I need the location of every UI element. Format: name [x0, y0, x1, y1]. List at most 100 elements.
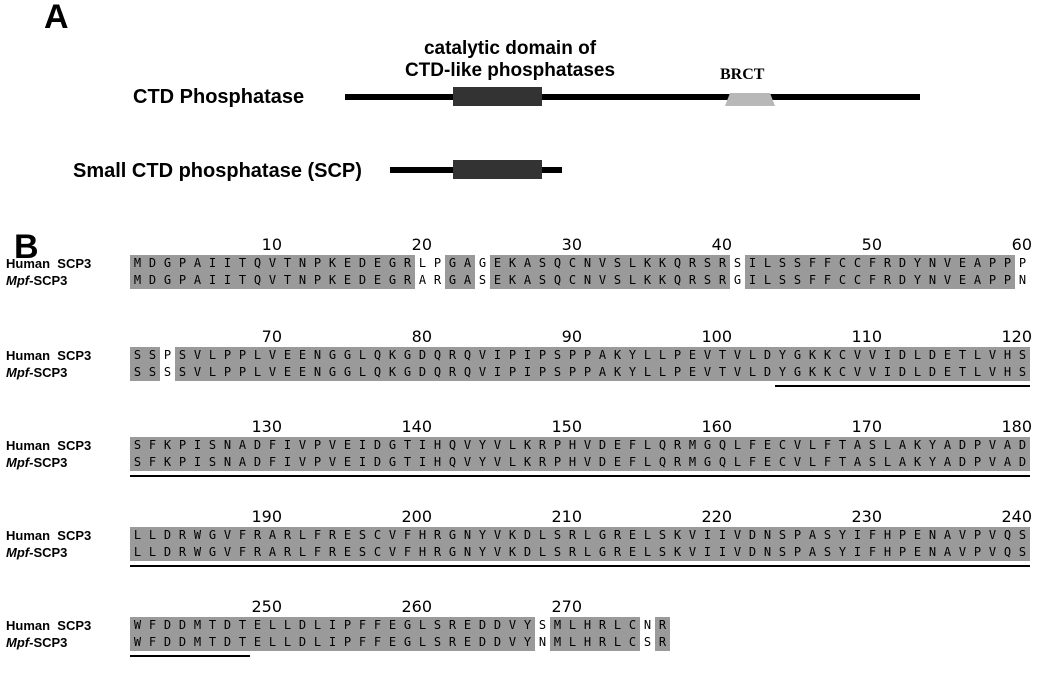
residue: A [850, 454, 865, 471]
residue: D [370, 437, 385, 454]
residue: G [325, 347, 340, 364]
residue: V [385, 544, 400, 561]
residue: D [925, 364, 940, 381]
residue: L [130, 527, 145, 544]
residue: Q [1000, 527, 1015, 544]
residue: P [310, 437, 325, 454]
residue: C [625, 634, 640, 651]
residue: V [460, 437, 475, 454]
residue: V [985, 347, 1000, 364]
residue: S [775, 544, 790, 561]
residue: P [895, 527, 910, 544]
residue: P [1000, 255, 1015, 272]
residue: V [730, 527, 745, 544]
residue: Q [370, 347, 385, 364]
residue: A [190, 255, 205, 272]
residue: R [400, 272, 415, 289]
residue: F [865, 255, 880, 272]
residue: L [205, 364, 220, 381]
residue: T [835, 454, 850, 471]
residue: Q [670, 255, 685, 272]
residue: F [820, 454, 835, 471]
residue: T [280, 255, 295, 272]
residue: T [235, 634, 250, 651]
residue: D [520, 544, 535, 561]
residue: E [340, 437, 355, 454]
residue: R [685, 255, 700, 272]
residue: E [370, 272, 385, 289]
residue: F [235, 544, 250, 561]
species-label-mpf: Mpf-SCP3 [6, 455, 68, 470]
residue: A [850, 437, 865, 454]
residue: P [1018, 256, 1027, 270]
residue: V [490, 527, 505, 544]
residue: K [505, 272, 520, 289]
residue: G [733, 273, 742, 287]
residue: L [745, 364, 760, 381]
residue: F [865, 527, 880, 544]
position-number: 200 [401, 507, 432, 526]
residue: H [1000, 364, 1015, 381]
residue: P [535, 347, 550, 364]
residue: D [490, 617, 505, 634]
residue: I [520, 364, 535, 381]
residue: S [1015, 527, 1030, 544]
residue: S [550, 527, 565, 544]
residue: A [235, 454, 250, 471]
residue: P [433, 256, 442, 270]
residue: S [643, 635, 652, 649]
brct-domain [725, 93, 775, 106]
residue: L [640, 544, 655, 561]
residue: V [685, 544, 700, 561]
residue: P [580, 347, 595, 364]
residue: S [130, 437, 145, 454]
residue: S [130, 364, 145, 381]
residue: S [550, 544, 565, 561]
residue: V [865, 347, 880, 364]
residue: E [760, 437, 775, 454]
residue: N [460, 527, 475, 544]
residue: V [850, 347, 865, 364]
position-number: 50 [861, 235, 882, 254]
residue: F [805, 255, 820, 272]
species-label-human: Human SCP3 [6, 256, 92, 271]
residue: L [355, 347, 370, 364]
residue: H [1000, 347, 1015, 364]
residue: D [925, 347, 940, 364]
residue: R [445, 634, 460, 651]
residue: Q [670, 272, 685, 289]
residue: E [490, 272, 505, 289]
residue: E [685, 347, 700, 364]
residue: D [895, 272, 910, 289]
residue: V [190, 347, 205, 364]
residue: N [760, 544, 775, 561]
residue: G [205, 527, 220, 544]
residue: R [565, 527, 580, 544]
residue: A [235, 437, 250, 454]
species-label-human: Human SCP3 [6, 438, 92, 453]
residue: L [535, 527, 550, 544]
residue: E [910, 544, 925, 561]
species-label-human: Human SCP3 [6, 618, 92, 633]
residue: H [430, 437, 445, 454]
residue: G [160, 255, 175, 272]
residue: Y [625, 347, 640, 364]
residue: C [775, 454, 790, 471]
residue: E [760, 454, 775, 471]
position-number: 30 [561, 235, 582, 254]
residue: P [175, 437, 190, 454]
residue: P [1000, 272, 1015, 289]
residue: M [550, 617, 565, 634]
residue: V [790, 437, 805, 454]
residue: I [745, 255, 760, 272]
residue: N [310, 347, 325, 364]
residue: G [205, 544, 220, 561]
residue: L [655, 364, 670, 381]
residue: V [265, 272, 280, 289]
residue: K [820, 364, 835, 381]
residue: E [280, 347, 295, 364]
residue: M [130, 272, 145, 289]
residue: Y [835, 544, 850, 561]
residue: R [880, 255, 895, 272]
position-number: 240 [1001, 507, 1032, 526]
